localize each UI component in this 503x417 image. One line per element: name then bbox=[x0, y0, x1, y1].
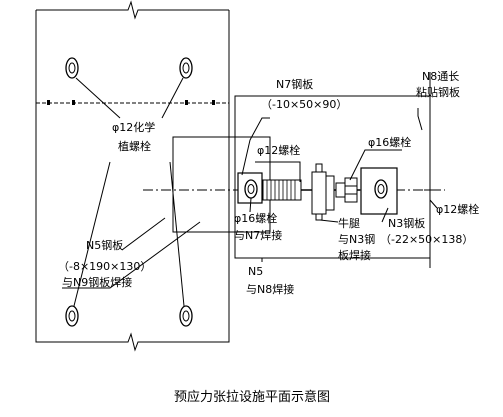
label-n8-line1: N8通长 bbox=[422, 70, 459, 83]
label-bolt16-weld-line2: 与N7焊接 bbox=[234, 228, 282, 242]
label-n5-weld: 与N9钢板焊接 bbox=[62, 275, 132, 289]
label-n3-plate: N3钢板 bbox=[388, 216, 425, 230]
label-chem-bolt-line1: φ12化学 bbox=[112, 120, 155, 134]
label-n5-plate: N5钢板 bbox=[86, 238, 123, 252]
label-n5-n8-line1: N5 bbox=[248, 265, 263, 278]
label-n8-line2: 粘贴钢板 bbox=[416, 85, 460, 99]
chemical-bolt-top-right bbox=[179, 57, 193, 79]
n8-plate-marks bbox=[47, 100, 215, 105]
label-bracket-line1: 牛腿 bbox=[338, 216, 360, 230]
bolt-n7 bbox=[244, 179, 258, 199]
bolt-n3 bbox=[374, 179, 388, 199]
label-n5-dims: （-8×190×130） bbox=[58, 260, 151, 273]
column-body bbox=[35, 9, 230, 343]
label-n3-dims: （-22×50×138） bbox=[380, 233, 473, 246]
chemical-bolt-bottom-left bbox=[65, 305, 79, 327]
label-bolt16-right: φ16螺栓 bbox=[368, 135, 411, 149]
break-symbol-bottom bbox=[122, 332, 142, 352]
leader-lines bbox=[62, 77, 438, 307]
label-n5-n8-line2: 与N8焊接 bbox=[246, 282, 294, 296]
label-bolt16-weld-line1: φ16螺栓 bbox=[234, 211, 277, 225]
chemical-bolt-top-left bbox=[65, 57, 79, 79]
label-bracket-line3: 板焊接 bbox=[338, 248, 371, 262]
label-chem-bolt-line2: 植螺栓 bbox=[118, 139, 151, 153]
break-symbol-top bbox=[122, 0, 142, 20]
label-n7-plate: N7钢板 bbox=[276, 77, 313, 91]
label-bracket-line2: 与N3钢 bbox=[338, 233, 375, 246]
figure-caption: 预应力张拉设施平面示意图 bbox=[174, 389, 330, 405]
label-bolt12-top: φ12螺栓 bbox=[257, 143, 300, 157]
label-bolt12-right: φ12螺栓 bbox=[436, 202, 479, 216]
chemical-bolt-bottom-right bbox=[179, 305, 193, 327]
label-n7-dims: （-10×50×90） bbox=[261, 98, 347, 111]
nut bbox=[335, 177, 358, 203]
bracket bbox=[311, 163, 335, 221]
threaded-rod bbox=[262, 179, 302, 201]
